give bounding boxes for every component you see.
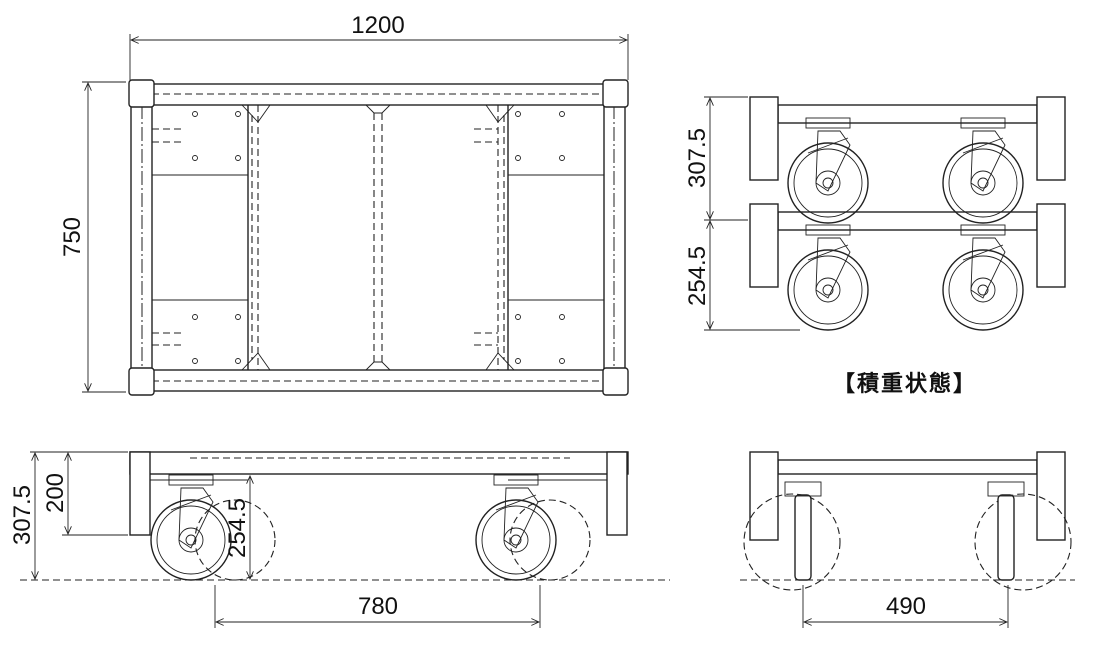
total-height-dimension: 307.5 xyxy=(9,485,36,545)
top-view xyxy=(82,34,629,396)
wheelbase-dimension: 780 xyxy=(358,593,398,620)
stacked-view xyxy=(704,96,1066,331)
track-dimension: 490 xyxy=(886,593,926,620)
side-view xyxy=(20,451,670,628)
front-view xyxy=(740,451,1075,628)
stack-pitch-dimension: 307.5 xyxy=(684,128,711,188)
lower-cart xyxy=(749,203,1066,331)
frame-height-dimension: 200 xyxy=(42,473,69,513)
corner-blocks xyxy=(128,79,629,396)
upper-cart xyxy=(749,96,1066,224)
caster-height-dimension: 254.5 xyxy=(224,498,251,558)
width-dimension: 1200 xyxy=(351,12,404,39)
mounting-holes xyxy=(192,111,565,364)
stacked-lower-height-dimension: 254.5 xyxy=(684,246,711,306)
stacked-state-caption: 【積重状態】 xyxy=(833,371,977,397)
depth-dimension: 750 xyxy=(59,217,86,257)
